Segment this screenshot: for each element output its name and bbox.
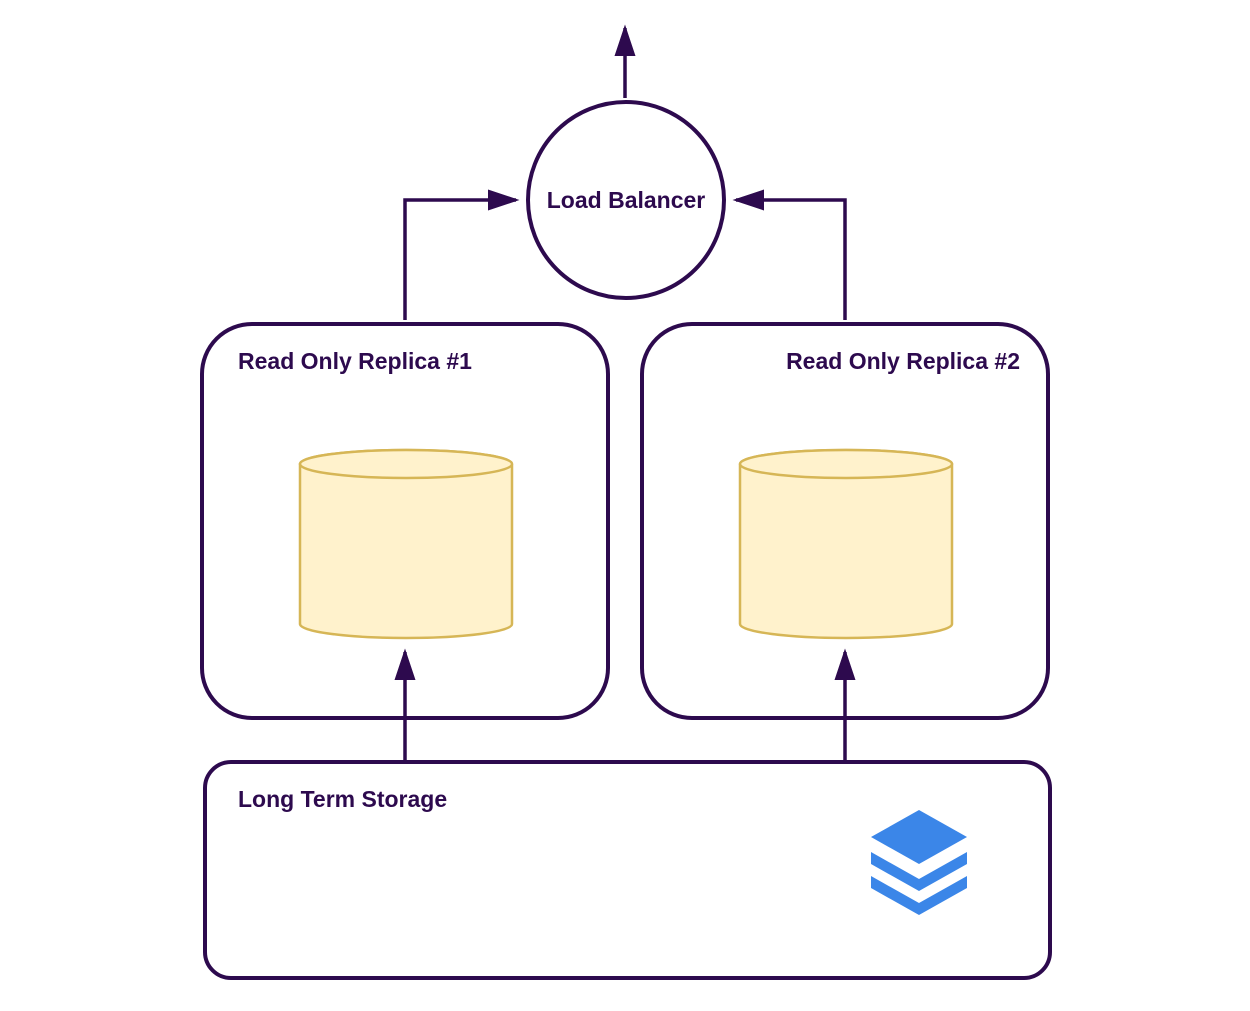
read-only-replica-1-box xyxy=(200,322,610,720)
arrow-replica-2-to-load-balancer xyxy=(732,189,847,320)
reductstore-instance-2-label: ReductStore Instance xyxy=(745,546,947,569)
read-only-replica-2-box xyxy=(640,322,1050,720)
load-balancer-node: Load Balancer xyxy=(526,100,726,300)
read-only-replica-1-title: Read Only Replica #1 xyxy=(238,348,472,374)
read-only-replica-2-title: Read Only Replica #2 xyxy=(786,348,1020,374)
arrow-replica-1-to-load-balancer xyxy=(403,189,520,320)
load-balancer-label: Load Balancer xyxy=(546,186,706,213)
reductstore-instance-1-label: ReductStore Instance xyxy=(305,546,507,569)
long-term-storage-title: Long Term Storage xyxy=(238,786,448,812)
